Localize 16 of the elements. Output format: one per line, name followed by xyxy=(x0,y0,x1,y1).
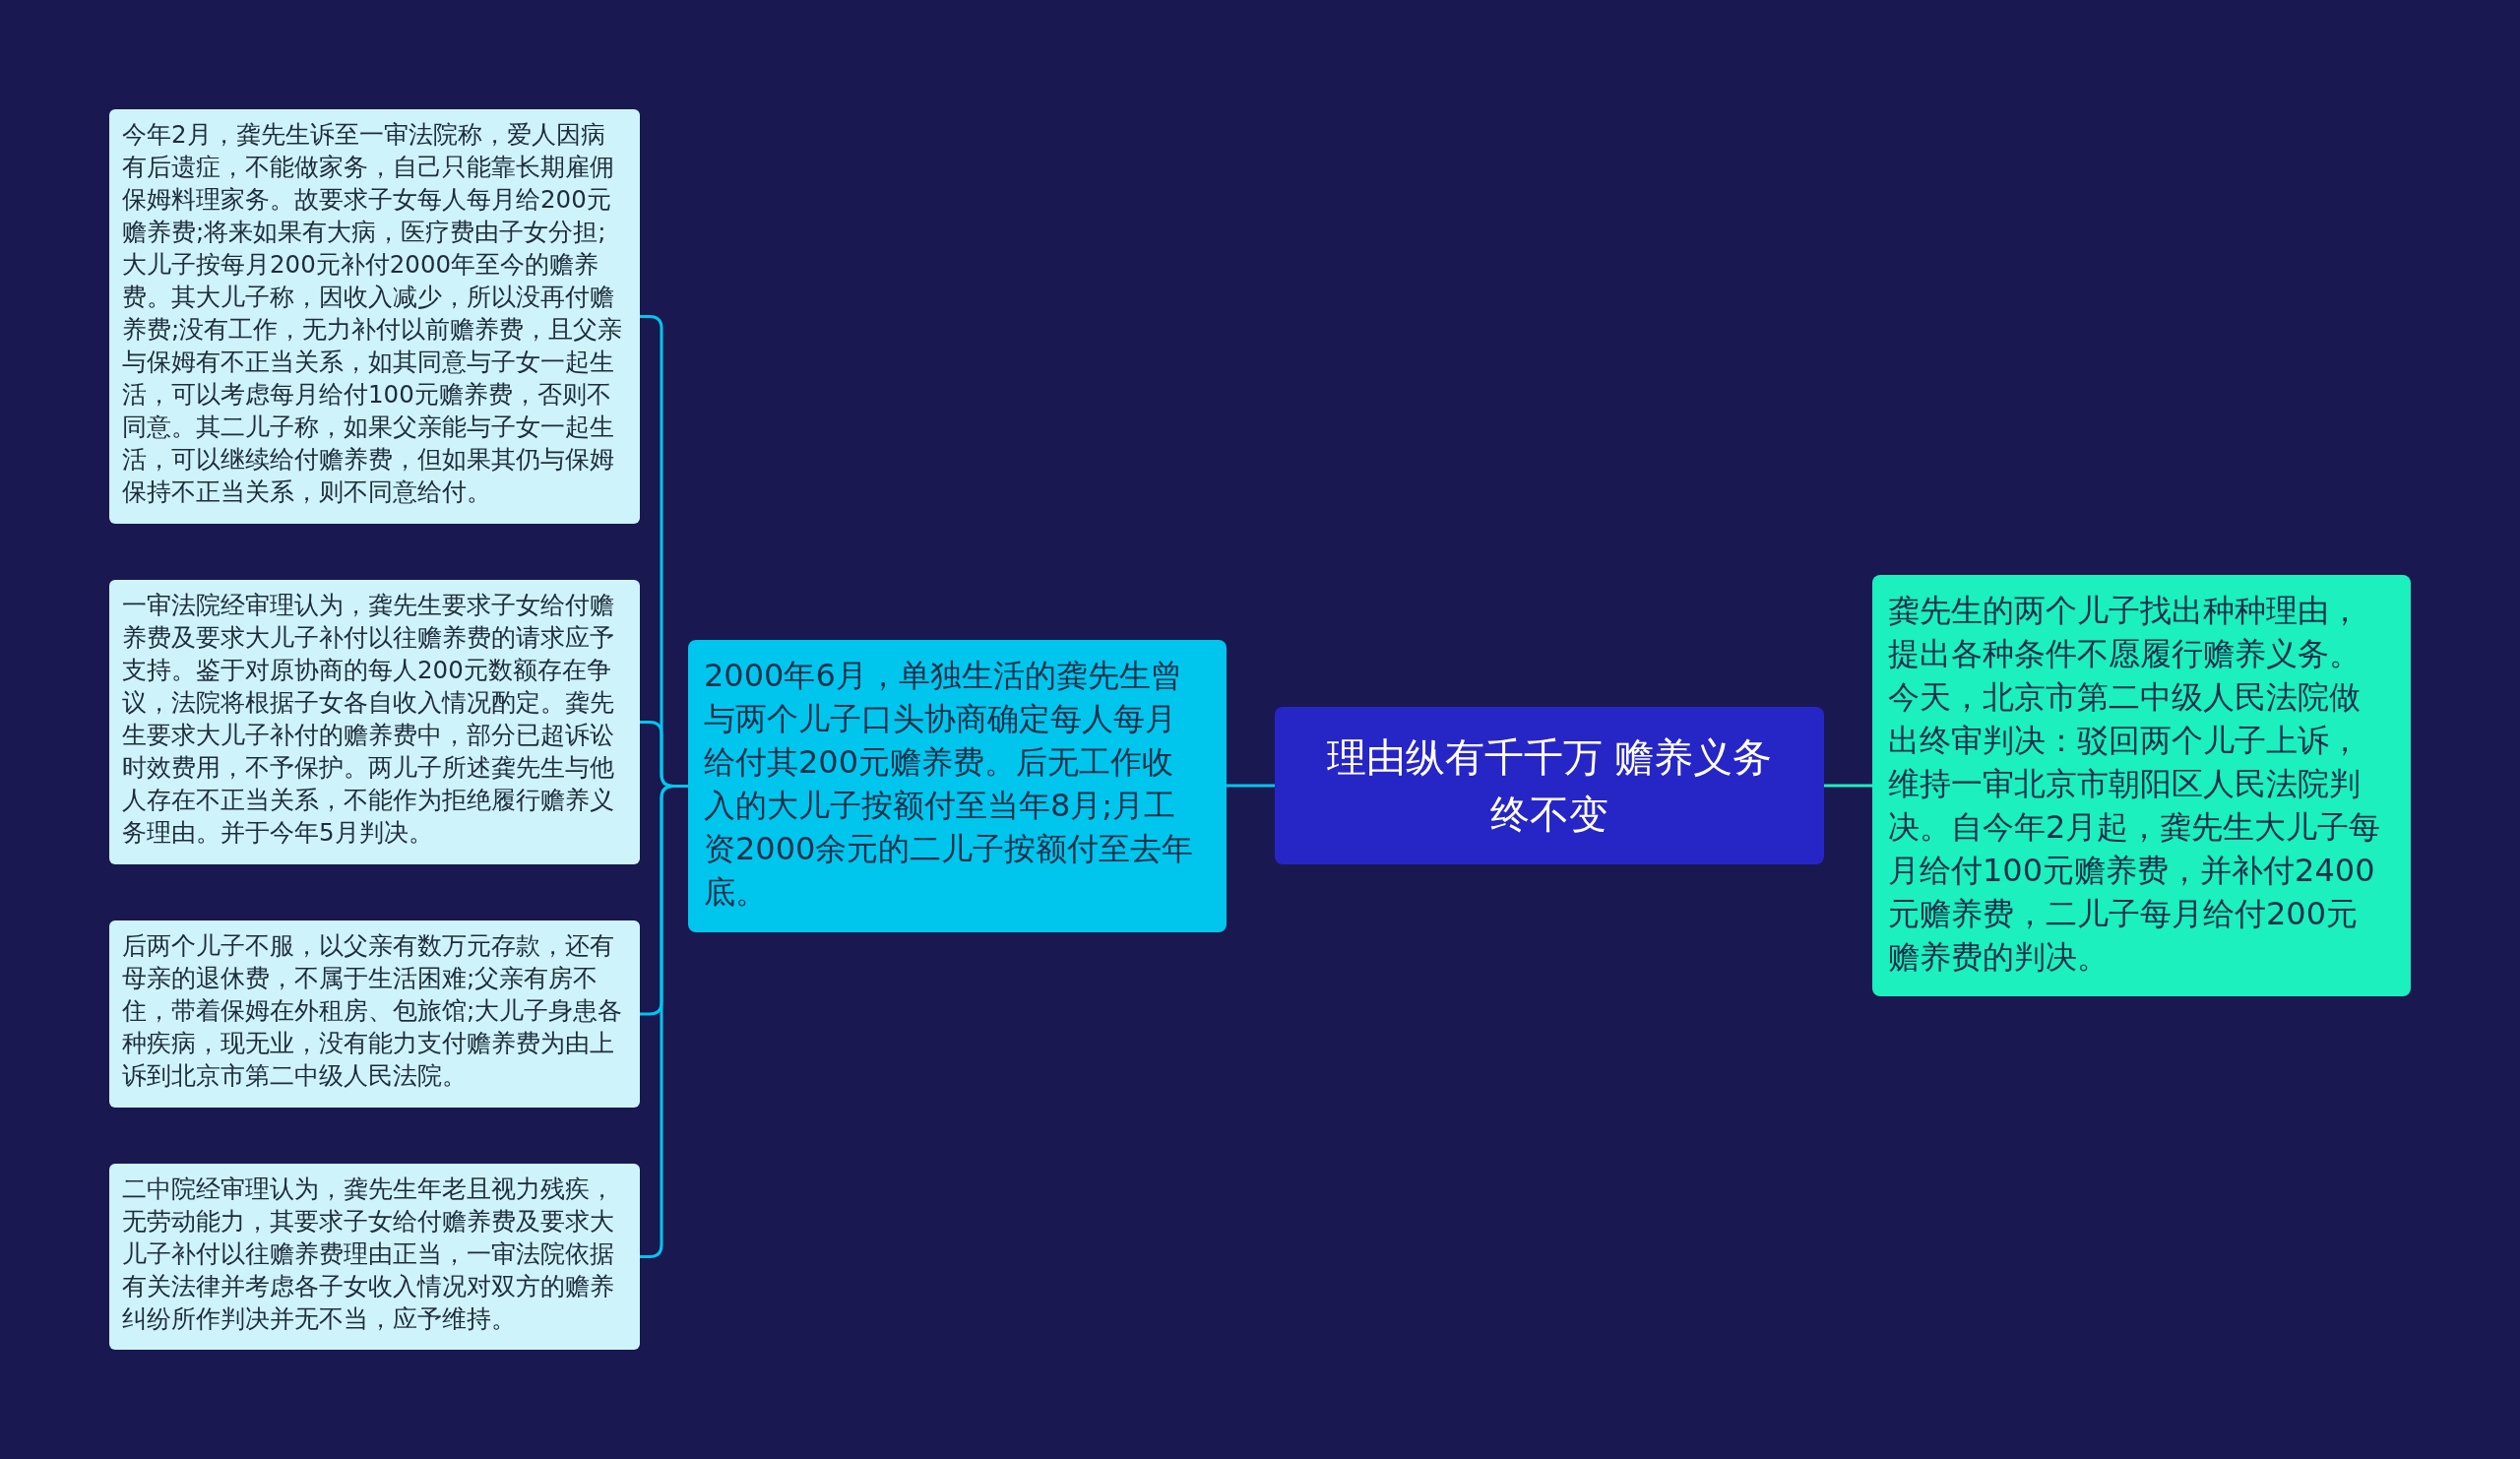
topic-box xyxy=(1872,575,2411,996)
topic-text: 龚先生的两个儿子找出种种理由，提出各种条件不愿履行赡养义务。今天，北京市第二中级人民法院做出终审判决：驳回两个儿子上诉，维持一审北京市朝阳区人民法院判决。自今年2月起，龚先生大儿子每月给付100元赡养费，并补付2400元赡养费，二儿子每月给付200元赡养费的判决。 xyxy=(1888,591,2381,978)
topic-text: 后两个儿子不服，以父亲有数万元存款，还有母亲的退休费，不属于生活困难;父亲有房不住，带着保姆在外租房、包旅馆;大儿子身患各种疾病，现无业，没有能力支付赡养费为由上诉到北京市第二中级人民法院。 xyxy=(122,930,624,1092)
subtopic-box xyxy=(109,1164,640,1350)
topic-text: 一审法院经审理认为，龚先生要求子女给付赡养费及要求大儿子补付以往赡养费的请求应予支持。鉴于对原协商的每人200元数额存在争议，法院将根据子女各自收入情况酌定。龚先生要求大儿子补付的赡养费中，部分已超诉讼时效费用，不予保护。两儿子所述龚先生与他人存在不正当关系，不能作为拒绝履行赡养义务理由。并于今年5月判决。 xyxy=(122,590,615,849)
topic-text: 今年2月，龚先生诉至一审法院称，爱人因病有后遗症，不能做家务，自己只能靠长期雇佣保姆料理家务。故要求子女每人每月给200元赡养费;将来如果有大病，医疗费由子女分担;大儿子按每月200元补付2000年至今的赡养费。其大儿子称，因收入减少，所以没再付赡养费;没有工作，无力补付以前赡养费，且父亲与保姆有不正当关系，如其同意与子女一起生活，可以考虑每月给付100元赡养费，否则不同意。其二儿子称，如果父亲能与子女一起生活，可以继续给付赡养费，但如果其仍与保姆保持不正当关系，则不同意给付。 xyxy=(122,119,624,508)
subtopic-box xyxy=(109,580,640,864)
connector-line xyxy=(1227,784,1275,788)
topic-box xyxy=(688,640,1227,932)
connector-line xyxy=(1824,784,1872,788)
connector-line xyxy=(640,785,688,1258)
topic-text: 二中院经审理认为，龚先生年老且视力残疾，无劳动能力，其要求子女给付赡养费及要求大儿子补付以往赡养费理由正当，一审法院依据有关法律并考虑各子女收入情况对双方的赡养纠纷所作判决并无不当，应予维持。 xyxy=(122,1174,615,1335)
subtopic-box xyxy=(109,920,640,1108)
topic-text: 2000年6月，单独生活的龚先生曾与两个儿子口头协商确定每人每月给付其200元赡养费。后无工作收入的大儿子按额付至当年8月;月工资2000余元的二儿子按额付至去年底。 xyxy=(704,656,1195,913)
central-topic-box xyxy=(1275,707,1824,864)
topic-text: 理由纵有千千万 赡养义务终不变 xyxy=(1325,733,1774,839)
